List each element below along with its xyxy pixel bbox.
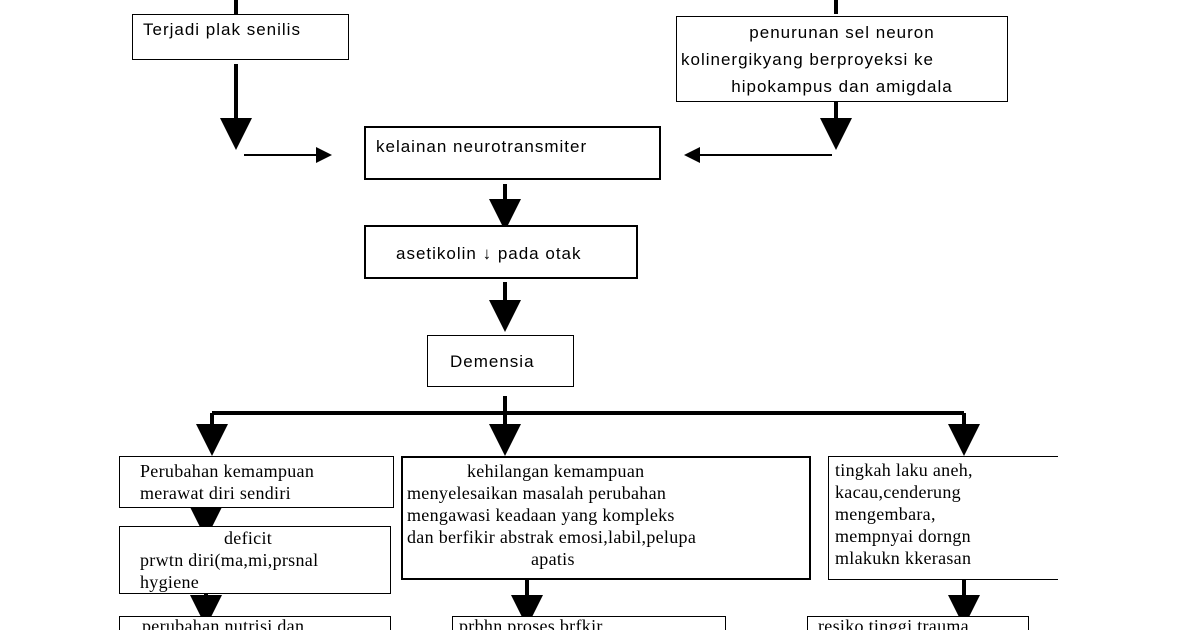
node-asetikolin: asetikolin ↓ pada otak	[364, 225, 638, 279]
node-penurunan-neuron-line-2: kolinergikyang berproyeksi ke	[681, 50, 934, 69]
node-penurunan-neuron-line-3: hipokampus dan amigdala	[731, 77, 953, 96]
node-penurunan-neuron: penurunan sel neuron kolinergikyang berp…	[676, 16, 1008, 102]
node-kelainan-neurotransmiter: kelainan neurotransmiter	[364, 126, 661, 180]
node-nutrisi-label: perubahan nutrisi dan	[142, 616, 305, 630]
node-perubahan-line-1: Perubahan kemampuan	[140, 461, 315, 481]
node-kehilangan-line-3: mengawasi keadaan yang kompleks	[407, 505, 675, 525]
node-deficit-line-2: prwtn diri(ma,mi,prsnal	[140, 550, 319, 570]
node-perubahan-line-2: merawat diri sendiri	[140, 483, 291, 503]
node-plak-senilis: Terjadi plak senilis	[132, 14, 349, 60]
node-plak-senilis-label: Terjadi plak senilis	[143, 20, 301, 39]
node-kehilangan-line-2: menyelesaikan masalah perubahan	[407, 483, 667, 503]
node-perubahan-nutrisi: perubahan nutrisi dan	[119, 616, 391, 630]
node-penurunan-neuron-line-1: penurunan sel neuron	[749, 23, 935, 42]
node-resiko-trauma: resiko tinggi trauma	[807, 616, 1029, 630]
node-kehilangan-line-4: dan berfikir abstrak emosi,labil,pelupa	[407, 527, 697, 547]
node-deficit-line-3: hygiene	[140, 572, 200, 592]
node-tingkah-line-4: mempnyai dorngn	[835, 526, 971, 546]
node-kehilangan-kemampuan: kehilangan kemampuan menyelesaikan masal…	[401, 456, 811, 580]
node-proses-berfikir: prbhn proses brfkir	[452, 616, 726, 630]
node-tingkah-line-3: mengembara,	[835, 504, 936, 524]
node-kehilangan-line-5: apatis	[531, 549, 575, 569]
node-kehilangan-line-1: kehilangan kemampuan	[467, 461, 645, 481]
node-deficit-line-1: deficit	[224, 528, 273, 548]
node-kelainan-label: kelainan neurotransmiter	[376, 137, 588, 156]
node-asetikolin-label: asetikolin ↓ pada otak	[396, 244, 582, 263]
node-tingkah-line-5: mlakukn kkerasan	[835, 548, 972, 568]
node-demensia: Demensia	[427, 335, 574, 387]
node-tingkah-laku: tingkah laku aneh, kacau,cenderung menge…	[828, 456, 1058, 580]
node-tingkah-line-1: tingkah laku aneh,	[835, 460, 973, 480]
node-demensia-label: Demensia	[450, 352, 535, 371]
node-deficit: deficit prwtn diri(ma,mi,prsnal hygiene	[119, 526, 391, 594]
node-resiko-label: resiko tinggi trauma	[818, 616, 969, 630]
node-perubahan-kemampuan: Perubahan kemampuan merawat diri sendiri	[119, 456, 394, 508]
node-tingkah-line-2: kacau,cenderung	[835, 482, 961, 502]
node-berfikir-label: prbhn proses brfkir	[459, 616, 603, 630]
